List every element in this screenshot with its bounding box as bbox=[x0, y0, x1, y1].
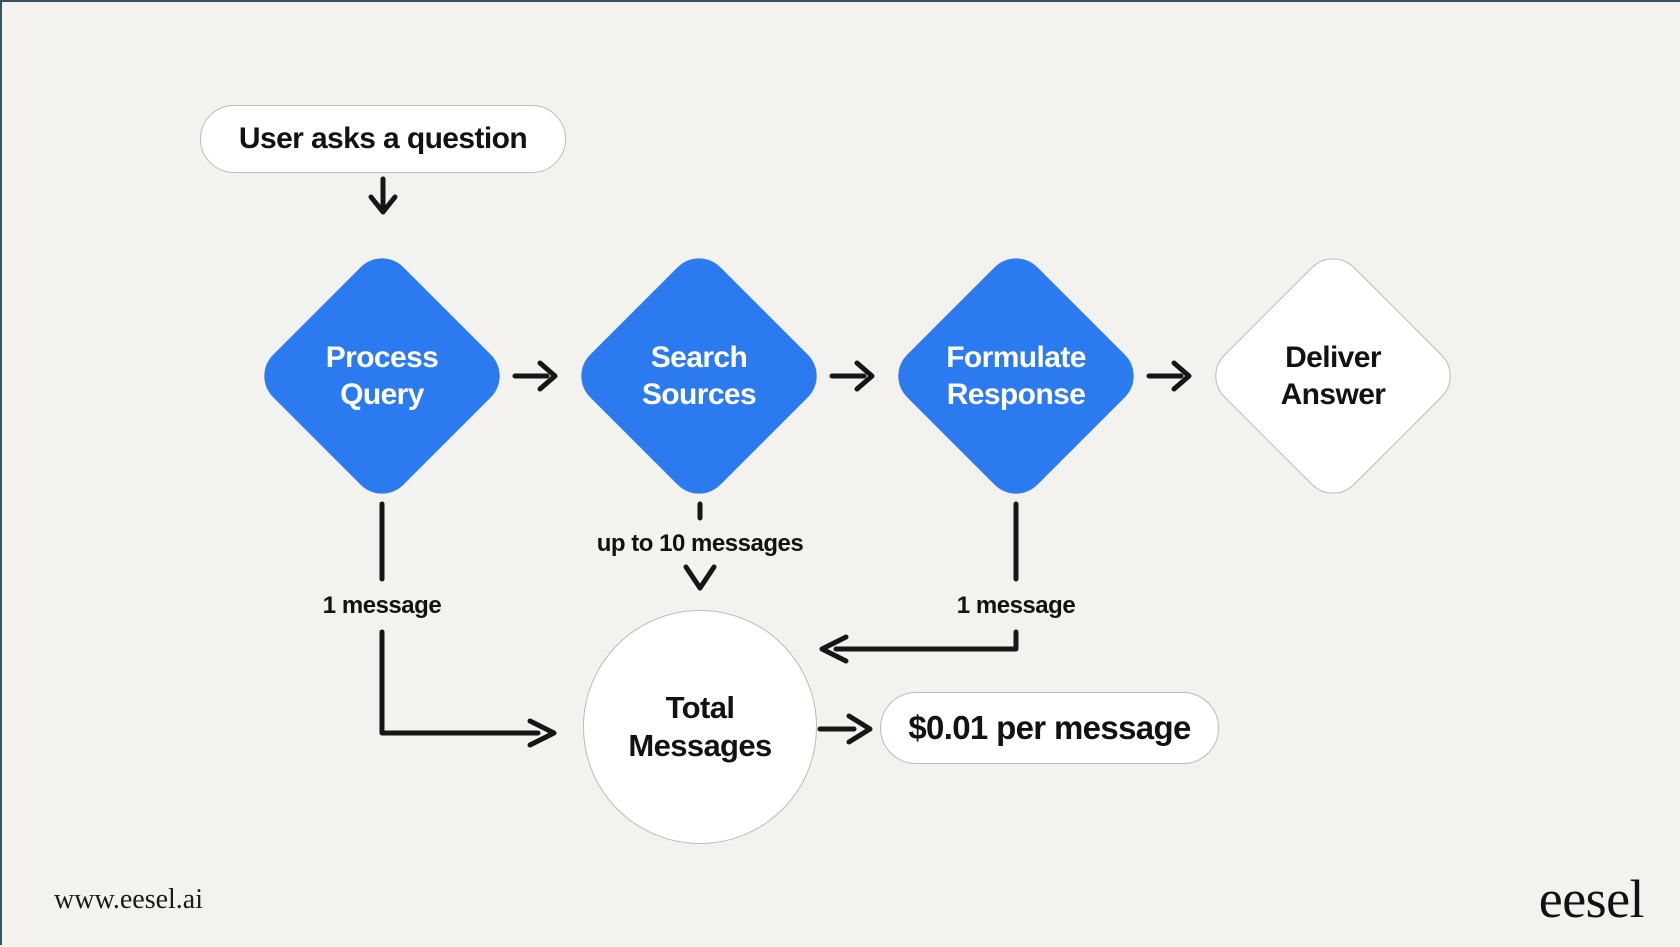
arrow-right-total-to-price-icon bbox=[817, 713, 873, 745]
step-search-sources: Search Sources bbox=[568, 245, 830, 507]
step-label: Formulate Response bbox=[946, 341, 1086, 411]
arrow-down-start-to-process-icon bbox=[368, 176, 398, 215]
edge-label-formulate-to-total: 1 message bbox=[956, 592, 1076, 619]
connector-process-to-total bbox=[379, 501, 557, 748]
step-label: Deliver Answer bbox=[1280, 341, 1386, 411]
price-node-label: $0.01 per message bbox=[908, 709, 1191, 746]
total-messages-node: Total Messages bbox=[583, 610, 817, 844]
connector-formulate-to-total bbox=[819, 501, 1019, 664]
step-process-query: Process Query bbox=[251, 245, 513, 507]
arrow-right-formulate-to-deliver-icon bbox=[1146, 360, 1192, 392]
arrow-right-search-to-formulate-icon bbox=[829, 360, 875, 392]
step-deliver-answer: Deliver Answer bbox=[1202, 245, 1464, 507]
step-label: Process Query bbox=[325, 341, 439, 411]
step-formulate-response: Formulate Response bbox=[885, 245, 1147, 507]
start-node: User asks a question bbox=[200, 105, 566, 173]
edge-label-search-to-total: up to 10 messages bbox=[596, 530, 804, 557]
arrow-right-process-to-search-icon bbox=[512, 360, 558, 392]
edge-label-process-to-total: 1 message bbox=[322, 592, 442, 619]
start-node-label: User asks a question bbox=[238, 122, 528, 155]
price-node: $0.01 per message bbox=[880, 692, 1219, 764]
eesel-logo: eesel bbox=[1538, 869, 1645, 929]
footer-website-url: www.eesel.ai bbox=[54, 884, 204, 915]
step-label: Search Sources bbox=[641, 341, 757, 411]
